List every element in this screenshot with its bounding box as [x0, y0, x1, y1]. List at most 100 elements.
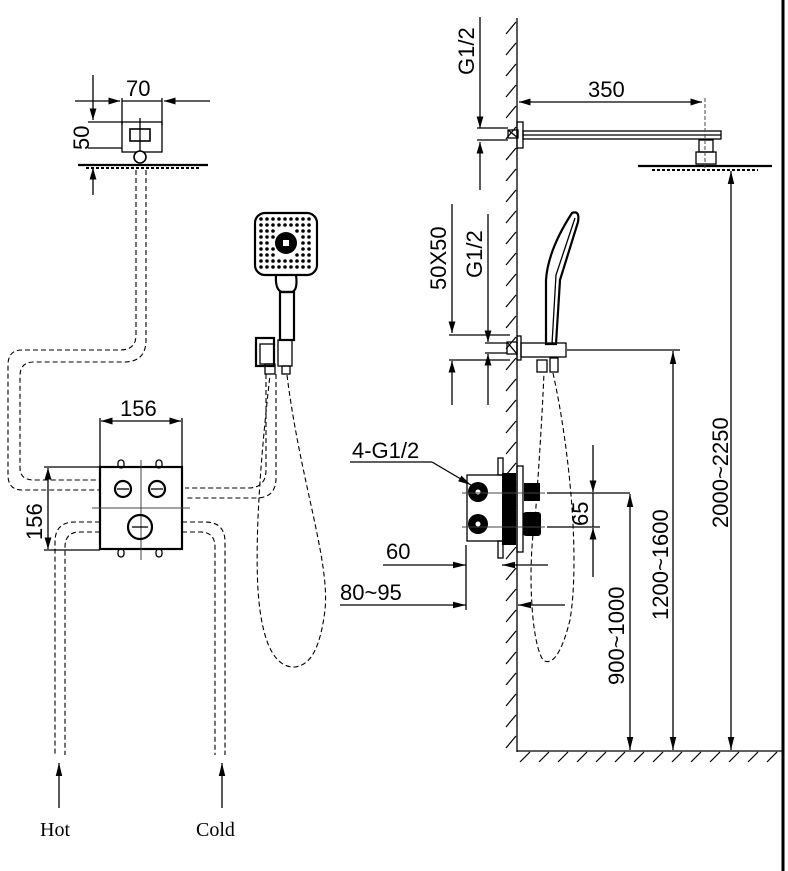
spray-nozzle [301, 229, 305, 233]
hatch-mark [652, 751, 664, 763]
dim-overhead-depth: 50 [69, 75, 122, 195]
hatch-mark [505, 147, 517, 161]
spray-nozzle [295, 265, 299, 269]
dim-arm-length: 350 [519, 77, 706, 170]
dim-inlet-spacing: 65 [547, 445, 630, 577]
hatch-mark [505, 336, 517, 350]
side-view: G1/2 350 50X50 [340, 17, 783, 763]
valve-front [92, 459, 190, 560]
dim-label-80-95: 80~95 [340, 580, 402, 605]
hatch-mark [505, 21, 517, 35]
hatch-mark [505, 609, 517, 623]
spray-nozzle [259, 247, 263, 251]
hatch-mark [505, 315, 517, 329]
spray-nozzle [301, 265, 305, 269]
hatch-mark [557, 751, 569, 763]
dim-label-65: 65 [568, 502, 593, 526]
spray-nozzle [265, 229, 269, 233]
spray-nozzle [301, 241, 305, 245]
spray-nozzle [307, 217, 311, 221]
hand-shower-front [253, 211, 319, 375]
hot-label: Hot [40, 819, 70, 841]
hatch-mark [505, 735, 517, 749]
hatch-mark [505, 378, 517, 392]
hatch-mark [505, 273, 517, 287]
dim-valve-depth: 60 [383, 539, 548, 610]
hatch-mark [505, 441, 517, 455]
spray-nozzle [277, 217, 281, 221]
spray-nozzle [259, 259, 263, 263]
spray-nozzle [271, 265, 275, 269]
hatch-mark [505, 630, 517, 644]
hatch-mark [505, 672, 517, 686]
spray-nozzle [307, 235, 311, 239]
spray-nozzle [307, 229, 311, 233]
spray-nozzle [301, 217, 305, 221]
hatch-mark [505, 588, 517, 602]
dim-overhead-width: 70 [75, 76, 210, 125]
spray-nozzle [307, 247, 311, 251]
hatch-mark [505, 651, 517, 665]
spray-nozzle [307, 259, 311, 263]
hatch-mark [576, 751, 588, 763]
spray-nozzle [289, 265, 293, 269]
pipe-cold [182, 521, 226, 755]
dim-label-156-height: 156 [22, 503, 47, 540]
dim-valve-depth-range: 80~95 [340, 580, 565, 609]
dim-label-4-g1-2: 4-G1/2 [352, 438, 419, 463]
hatch-mark [505, 252, 517, 266]
spray-nozzle [271, 235, 275, 239]
dim-label-50x50: 50X50 [426, 226, 451, 290]
pipe-overhead [7, 170, 137, 491]
spray-nozzle [301, 235, 305, 239]
hatch-mark [519, 751, 531, 763]
floor-hatching [519, 751, 778, 763]
cold-label: Cold [196, 819, 235, 841]
hatch-mark [505, 168, 517, 182]
dim-arm-thread: G1/2 [454, 17, 508, 190]
dim-label-350: 350 [588, 77, 625, 102]
hatch-mark [505, 84, 517, 98]
hatch-mark [633, 751, 645, 763]
hatch-mark [505, 231, 517, 245]
spray-nozzle [295, 223, 299, 227]
hatch-mark [505, 294, 517, 308]
hatch-mark [505, 546, 517, 560]
spray-nozzle [271, 247, 275, 251]
hatch-mark [709, 751, 721, 763]
spray-nozzle [277, 259, 281, 263]
spray-nozzle [265, 223, 269, 227]
spray-nozzle [259, 241, 263, 245]
spray-nozzle [295, 229, 299, 233]
dim-bracket-size: 50X50 [426, 204, 510, 405]
spray-nozzle [265, 235, 269, 239]
spray-nozzle [295, 253, 299, 257]
spray-nozzle [307, 253, 311, 257]
hatch-mark [505, 210, 517, 224]
spray-nozzle [259, 223, 263, 227]
hatch-mark [505, 63, 517, 77]
hatch-mark [505, 399, 517, 413]
spray-nozzle [259, 253, 263, 257]
spray-nozzle [289, 259, 293, 263]
spray-nozzle [271, 217, 275, 221]
hatch-mark [505, 693, 517, 707]
hatch-mark [505, 420, 517, 434]
dim-label-arm-thread: G1/2 [454, 27, 479, 75]
dim-label-60: 60 [386, 539, 410, 564]
spray-nozzle [265, 247, 269, 251]
spray-nozzle [265, 253, 269, 257]
spray-nozzle [271, 223, 275, 227]
pipe-hot [54, 521, 100, 755]
spray-nozzle [271, 229, 275, 233]
front-view: 70 50 [7, 75, 327, 841]
spray-nozzle [307, 265, 311, 269]
spray-nozzle [265, 259, 269, 263]
hand-shower-hose-side [530, 372, 575, 663]
hand-shower-hose [256, 374, 327, 668]
dim-handshower-height: 1200~1600 [567, 349, 680, 750]
spray-nozzle [283, 265, 287, 269]
hatch-mark [671, 751, 683, 763]
hatch-mark [690, 751, 702, 763]
hatch-mark [614, 751, 626, 763]
